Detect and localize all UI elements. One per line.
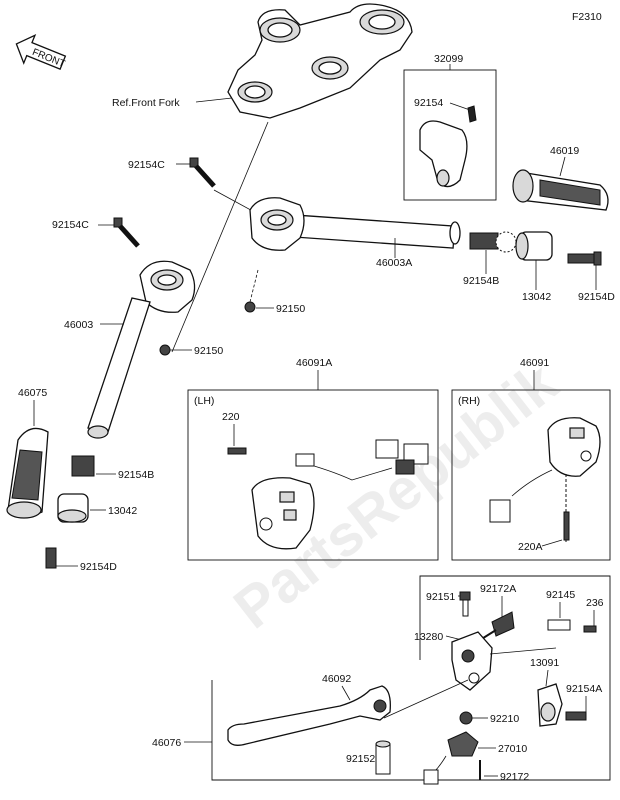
- label-46091: 46091: [520, 357, 549, 369]
- label-46092: 46092: [322, 673, 351, 685]
- label-92154D-right: 92154D: [578, 291, 615, 303]
- label-13091: 13091: [530, 657, 559, 669]
- left-grip: [6, 427, 49, 519]
- label-92145: 92145: [546, 589, 575, 601]
- label-46019: 46019: [550, 145, 579, 157]
- upper-triple-clamp: [227, 3, 413, 119]
- label-92172A: 92172A: [480, 583, 516, 595]
- label-236: 236: [586, 597, 604, 609]
- label-13280: 13280: [414, 631, 443, 643]
- bolt-92150-mid: [244, 269, 259, 313]
- label-92154B-left: 92154B: [118, 469, 154, 481]
- label-220: 220: [222, 411, 240, 423]
- bar-end-weight-right: [469, 231, 602, 266]
- label-rh: (RH): [458, 395, 480, 407]
- label-46076: 46076: [152, 737, 181, 749]
- label-220A: 220A: [518, 541, 543, 553]
- collar-92152: [375, 740, 391, 775]
- bolt-92154C-left: [113, 217, 140, 248]
- clutch-lever-46092: [227, 679, 469, 746]
- label-92210: 92210: [490, 713, 519, 725]
- handlebar-46003A: [249, 197, 461, 251]
- label-92172: 92172: [500, 771, 529, 783]
- bolt-92154C-top: [189, 157, 216, 188]
- right-grip: [512, 169, 609, 211]
- label-27010: 27010: [498, 743, 527, 755]
- adjuster-92172A: [479, 611, 515, 641]
- spring-92145: [547, 619, 571, 631]
- nut-92210: [459, 711, 473, 725]
- bar-end-weight-left: [45, 455, 95, 569]
- label-46075: 46075: [18, 387, 47, 399]
- label-92154D-left: 92154D: [80, 561, 117, 573]
- label-92152: 92152: [346, 753, 375, 765]
- label-92154C-top: 92154C: [128, 159, 165, 171]
- box-46076: [211, 575, 611, 781]
- diagram-code: F2310: [572, 11, 602, 23]
- handlebar-46003: [87, 260, 196, 439]
- label-46003: 46003: [64, 319, 93, 331]
- clamp-13091: [537, 683, 563, 727]
- lever-holder-13280: [451, 631, 557, 691]
- box-46091-rh: [451, 389, 611, 561]
- label-92154A: 92154A: [566, 683, 602, 695]
- label-92150-mid: 92150: [276, 303, 305, 315]
- screw-236: [583, 625, 597, 633]
- switch-27010: [423, 731, 479, 785]
- box-46091A-lh: [187, 389, 439, 561]
- label-92150-low: 92150: [194, 345, 223, 357]
- label-92151: 92151: [426, 591, 455, 603]
- rh-switch-assembly: [489, 417, 601, 542]
- throttle-housing-part: [419, 105, 477, 188]
- label-32099: 32099: [434, 53, 463, 65]
- label-46003A: 46003A: [376, 257, 412, 269]
- bolt-92154A: [565, 711, 587, 721]
- lh-switch-assembly: [227, 439, 429, 550]
- label-lh: (LH): [194, 395, 214, 407]
- pivot-bolt-92151: [459, 591, 471, 617]
- bolt-92150-low: [159, 344, 171, 356]
- label-92154C-left: 92154C: [52, 219, 89, 231]
- label-ref-front-fork: Ref.Front Fork: [112, 97, 180, 109]
- label-13042-right: 13042: [522, 291, 551, 303]
- label-92154B-right: 92154B: [463, 275, 499, 287]
- label-92154: 92154: [414, 97, 443, 109]
- label-46091A: 46091A: [296, 357, 332, 369]
- label-13042-left: 13042: [108, 505, 137, 517]
- front-arrow: FRONT: [15, 33, 67, 70]
